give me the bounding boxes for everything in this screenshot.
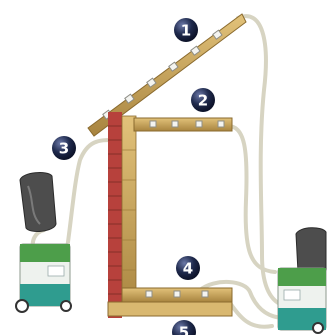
left-tank-wheel [16, 300, 28, 312]
wall-stud [122, 116, 136, 316]
marker-3: 3 [52, 136, 76, 160]
marker-5-label: 5 [179, 324, 189, 335]
marker-1: 1 [174, 18, 198, 42]
ceiling-beam [134, 118, 232, 131]
marker-1-label: 1 [181, 22, 191, 40]
brick-column [108, 112, 122, 318]
left-unit [16, 173, 71, 312]
marker-4: 4 [176, 256, 200, 280]
brick-wall [108, 112, 136, 318]
marker-4-label: 4 [183, 260, 193, 278]
marker-5: 5 [172, 320, 196, 335]
beam-hose [228, 126, 275, 272]
marker-3-label: 3 [59, 140, 69, 158]
hose-lines [33, 16, 285, 327]
right-unit [278, 228, 326, 333]
right-tank-wheel [313, 323, 323, 333]
floor-beam [108, 288, 232, 316]
marker-2-label: 2 [198, 92, 208, 110]
marker-2: 2 [191, 88, 215, 112]
